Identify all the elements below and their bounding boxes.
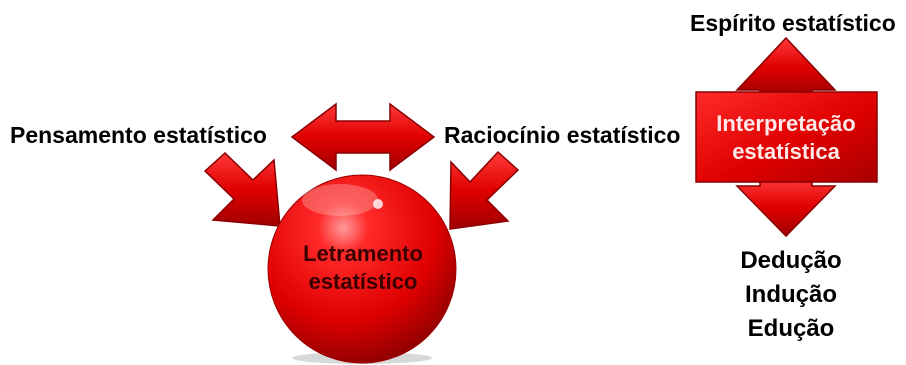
interpretation-box: [695, 91, 878, 183]
down-arrow: [735, 177, 837, 238]
interpretation-label-line2: estatística: [732, 138, 840, 164]
ball-highlight: [373, 199, 383, 209]
reasoning-label: Raciocínio estatístico: [444, 122, 681, 148]
inference-mode-induction: Indução: [744, 281, 837, 308]
literacy-label-line1: Letramento: [303, 241, 423, 266]
literacy-label: Letramento estatístico: [278, 240, 448, 295]
interpretation-label-line1: Interpretação: [716, 111, 856, 136]
spirit-label: Espírito estatístico: [690, 10, 896, 36]
interpretation-label: Interpretação estatística: [700, 110, 872, 165]
thinking-label: Pensamento estatístico: [10, 122, 267, 148]
up-arrow: [735, 36, 837, 97]
inference-modes-list: Dedução Indução Edução: [716, 244, 866, 346]
literacy-ball: [267, 174, 457, 364]
double-arrow-horizontal: [290, 102, 436, 172]
inference-mode-deduction: Dedução: [740, 247, 842, 274]
literacy-label-line2: estatístico: [308, 268, 418, 294]
ball-gloss: [302, 184, 378, 216]
arrow-left-to-ball: [203, 151, 281, 227]
inference-mode-eduction: Edução: [747, 315, 835, 342]
arrow-right-to-ball: [449, 150, 520, 230]
